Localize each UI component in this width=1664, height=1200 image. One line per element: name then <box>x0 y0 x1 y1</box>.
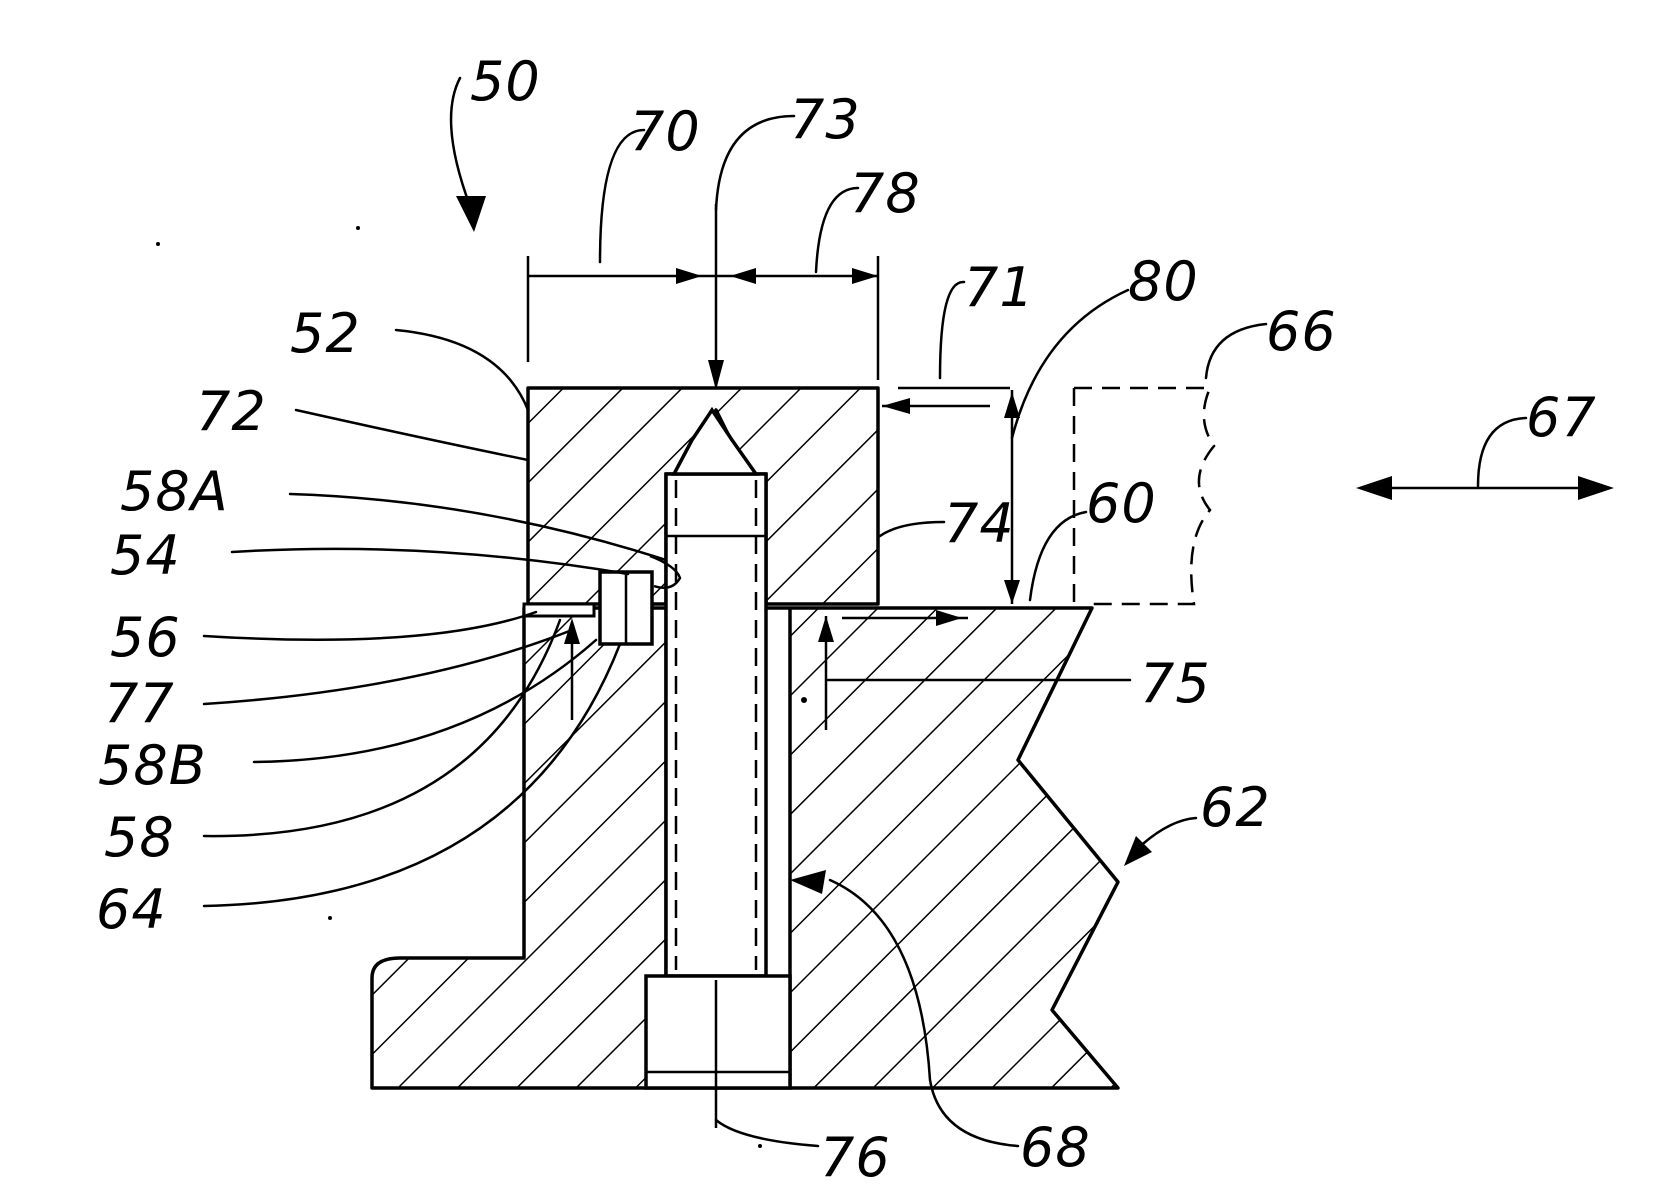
label-80: 80 <box>1128 250 1199 313</box>
arrow-80-top <box>1004 392 1020 418</box>
motion-arrow-left <box>1356 476 1392 500</box>
label-70: 70 <box>630 100 701 163</box>
speck <box>156 242 160 246</box>
arrow-70 <box>676 268 702 284</box>
label-74: 74 <box>944 492 1015 555</box>
leader-77 <box>204 630 572 704</box>
leader-73 <box>716 116 794 210</box>
label-68: 68 <box>1020 1116 1091 1179</box>
label-52: 52 <box>290 302 361 365</box>
label-78: 78 <box>850 162 921 225</box>
label-77: 77 <box>104 672 175 735</box>
speck <box>758 1144 762 1148</box>
motion-arrow-right <box>1578 476 1614 500</box>
label-50: 50 <box>470 50 541 113</box>
label-72: 72 <box>196 380 267 443</box>
label-58B: 58B <box>98 734 207 797</box>
label-58: 58 <box>104 806 175 869</box>
label-54: 54 <box>110 524 181 587</box>
label-67: 67 <box>1526 386 1597 449</box>
leader-50 <box>451 78 470 206</box>
label-64: 64 <box>96 878 167 941</box>
label-76: 76 <box>820 1126 891 1189</box>
leader-67 <box>1478 418 1526 486</box>
arrow-78-left <box>730 268 756 284</box>
leader-72 <box>296 410 528 460</box>
interface-strip <box>524 604 594 616</box>
label-71: 71 <box>964 256 1035 319</box>
leader-52 <box>396 330 528 410</box>
arrow-50 <box>456 196 486 232</box>
arrow-78-right <box>852 268 878 284</box>
leader-66 <box>1206 324 1266 378</box>
label-66: 66 <box>1266 300 1337 363</box>
speck <box>328 916 332 920</box>
label-73: 73 <box>790 88 861 151</box>
label-60: 60 <box>1086 472 1157 535</box>
bolt-shank <box>666 474 766 976</box>
label-58A: 58A <box>120 460 229 523</box>
label-56: 56 <box>110 606 181 669</box>
axis-arrow <box>708 360 724 390</box>
label-75: 75 <box>1140 652 1211 715</box>
speck <box>356 226 360 230</box>
speck <box>801 697 807 703</box>
label-62: 62 <box>1200 776 1271 839</box>
leader-60 <box>1030 512 1086 600</box>
leader-56 <box>204 612 536 640</box>
leader-76 <box>716 1120 818 1146</box>
leader-74 <box>880 522 944 536</box>
arrow-80-bottom <box>1004 580 1020 604</box>
leader-71 <box>940 282 964 378</box>
